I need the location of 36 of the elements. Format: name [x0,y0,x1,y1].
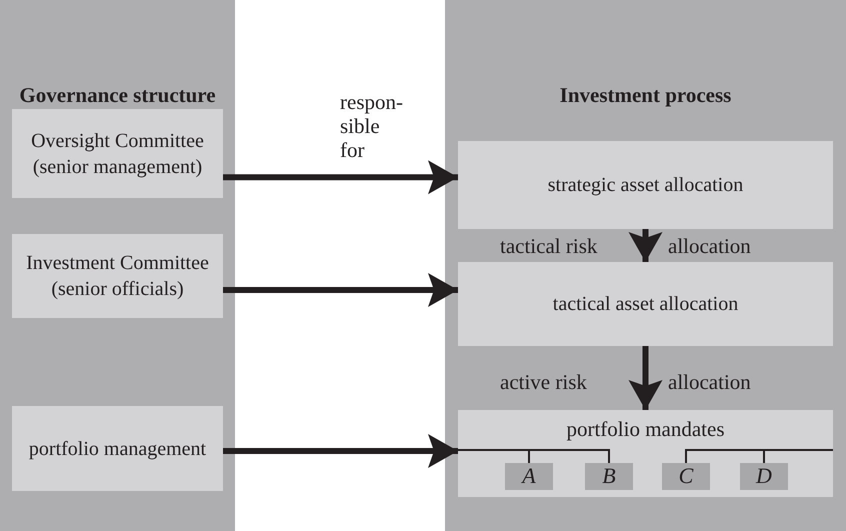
flow-label: allocation [668,234,751,258]
tree-line [458,449,610,463]
mandate-box [505,463,553,490]
mandate-box [585,463,633,490]
flow-label: active risk [500,370,587,394]
process-box [458,141,833,229]
process-box [12,406,223,491]
tree-line [763,449,833,463]
edge-label: respon- sible for [340,90,402,162]
panel-heading: Investment process [558,82,732,108]
mandate-box [740,463,788,490]
arrow [223,273,458,307]
flow-label: allocation [668,370,751,394]
box-label: strategic asset allocation [546,173,744,198]
process-box [12,109,223,198]
box-label: portfolio management [28,436,208,462]
panel-heading: Governance structure [18,82,217,108]
process-box [458,262,833,346]
mandate-box [662,463,710,490]
arrow [223,160,458,194]
box-label: portfolio mandates [565,416,726,442]
process-box [12,234,223,318]
flow-label: tactical risk [500,234,598,258]
panel [445,0,846,531]
arrow [628,229,662,262]
box-label: tactical asset allocation [552,292,740,317]
arrow [223,434,458,468]
process-box [458,410,833,497]
mandate-label: A [520,463,537,489]
mandate-label: C [678,463,694,489]
mandate-label: D [754,463,773,489]
arrow [628,346,662,410]
box-label: Oversight Committee (senior management) [30,128,205,180]
box-label: Investment Committee (senior officials) [25,251,210,302]
panel [0,0,235,531]
mandate-label: B [601,463,617,489]
